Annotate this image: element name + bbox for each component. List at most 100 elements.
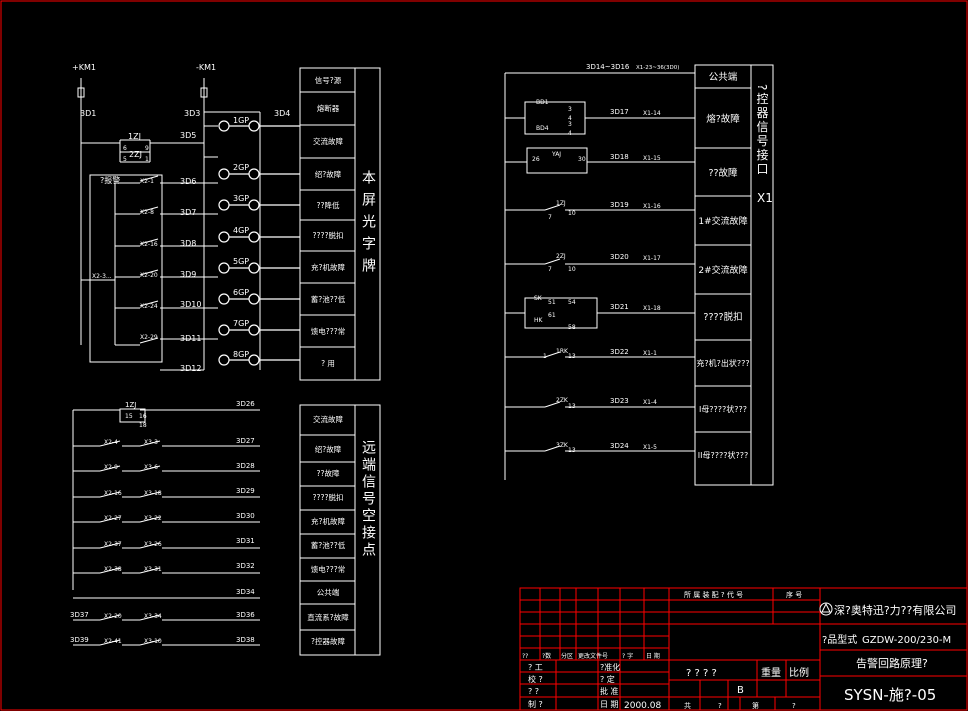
x1-label: X1-16 [643, 203, 661, 210]
role-label: ? 工 [528, 663, 543, 672]
company-logo-icon [819, 602, 833, 616]
pin-label: 7 [548, 266, 552, 273]
panel-row: 熔?故障 [706, 113, 740, 125]
pin-label: 15 [125, 413, 133, 420]
lamp-label: 3GP [233, 194, 249, 203]
contact-label: 1ZJ [556, 200, 566, 207]
sheet-label: ? [718, 702, 722, 710]
panel-row: 蓄?池??低 [311, 540, 346, 550]
right-circuit [504, 72, 695, 480]
right-labels: 3D14~3D16 X1-23~36(3D0) 3D17 3D18 3D19 3… [532, 63, 679, 454]
terminal-label: 3D19 [610, 201, 629, 209]
panel-row: 交流故障 [313, 136, 343, 146]
terminal-label: 3D12 [180, 364, 201, 373]
relay-label: 2ZJ [129, 150, 142, 159]
panel-row: 直流系?故障 [307, 612, 349, 622]
terminal-label: 3D34 [236, 588, 255, 596]
remote-panel-table [299, 404, 381, 656]
terminal-label: 3D21 [610, 303, 629, 311]
contact-label: 3ZK [556, 442, 569, 449]
lamp-label: 1GP [233, 116, 249, 125]
terminal-label: 3D37 [70, 611, 89, 619]
model-value: GZDW-200/230-M [862, 635, 951, 646]
terminal-label: 3D22 [610, 348, 629, 356]
contact-label: X2-9 [104, 464, 118, 471]
panel-row: ????脱扣 [313, 492, 344, 502]
contact-label: X2-4 [104, 439, 118, 446]
contact-label: X3-31 [144, 566, 162, 573]
relay-label: 1ZJ [128, 132, 141, 141]
pin-label: 7 [548, 214, 552, 221]
contact-label: X2-20 [104, 613, 122, 620]
terminal-label: 3D29 [236, 487, 255, 495]
terminal-label: 3D11 [180, 334, 201, 343]
pin-label: 54 [568, 299, 576, 306]
contact-label: X2-27 [104, 515, 122, 522]
panel-row: 熔断器 [317, 103, 340, 113]
drawing-title: 告警回路原理? [856, 656, 928, 670]
terminal-label: 3D39 [70, 636, 89, 644]
drawing-number: SYSN-施?-05 [844, 686, 936, 704]
role-label: 批 准 [600, 686, 619, 696]
monitor-panel-text: 公共端 熔?故障 ??故障 1#交流故障 2#交流故障 ????脱扣 充?机?出… [696, 71, 749, 460]
scale-label: 比例 [789, 666, 809, 679]
rev-header: ? 字 [622, 652, 633, 660]
x1-ref: X1-23~36(3D0) [636, 65, 679, 71]
rev-header: ?数 [542, 652, 551, 660]
panel-row: 充?机故障 [311, 516, 345, 526]
pin-label: 5 [123, 156, 127, 163]
rev-header: 分区 [561, 652, 573, 660]
lamp-label: 8GP [233, 350, 249, 359]
pin-label: 6 [123, 145, 127, 152]
terminal-label: 3D4 [274, 109, 290, 118]
terminal-label: 3D10 [180, 300, 201, 309]
terminal-label: 3D5 [180, 131, 196, 140]
sheet-label: 第 [752, 701, 759, 710]
tb-col-header: 序 号 [786, 590, 802, 599]
x1-label: X1-1 [643, 350, 657, 357]
contact-label: X3-3 [144, 439, 158, 446]
contact-label: X2-38 [104, 566, 122, 573]
panel-row: 公共端 [317, 587, 340, 597]
panel-row: 1#交流故障 [698, 215, 747, 227]
terminal-label: 3D28 [236, 462, 255, 470]
contact-label: X3-10 [144, 638, 162, 645]
x1-label: X1-4 [643, 399, 657, 406]
panel-row: 绍?故障 [315, 169, 342, 179]
contact-label: X2-20 [140, 272, 158, 279]
model-label: ?品型式 [822, 633, 857, 646]
terminal-label: 3D17 [610, 108, 629, 116]
sheet-label: ? [792, 702, 796, 710]
relay-label: 1ZJ [125, 401, 136, 409]
pin-label: 10 [568, 210, 576, 217]
remote-panel-text: 交流故障 绍?故障 ??故障 ????脱扣 充?机故障 蓄?池??低 馈电???… [307, 414, 349, 646]
panel-row: ? 用 [321, 359, 335, 368]
role-label: ? 定 [600, 674, 615, 684]
terminal-label: 3D9 [180, 270, 196, 279]
neg-bus-label: -KM1 [196, 63, 216, 72]
pin-label: 1 [543, 353, 547, 360]
pin-label: 58 [568, 324, 576, 331]
terminal-label: 3D27 [236, 437, 255, 445]
contact-label: X2-8 [140, 209, 154, 216]
terminal-label: 3D20 [610, 253, 629, 261]
contact-label: X2-29 [140, 334, 158, 341]
date-value: 2000.08 [624, 701, 661, 711]
lamp-label: 7GP [233, 319, 249, 328]
role-label: 校 ? [528, 674, 543, 684]
contact-label: X3-22 [144, 515, 162, 522]
contact-common-label: X2-3... [92, 273, 112, 280]
pin-label: 3 [568, 121, 572, 128]
monitor-panel-title: ?控器信号接口 [755, 84, 769, 176]
contact-label: X2-1 [140, 178, 154, 185]
terminal-label: 3D8 [180, 239, 196, 248]
pin-label: 16 [139, 413, 147, 420]
title-block-lines [519, 587, 968, 711]
role-label: ?准化 [600, 662, 620, 672]
terminal-label: 3D23 [610, 397, 629, 405]
lamp-column [218, 120, 300, 366]
panel-row: 充?机故障 [311, 262, 345, 272]
panel-row: 交流故障 [313, 414, 343, 424]
